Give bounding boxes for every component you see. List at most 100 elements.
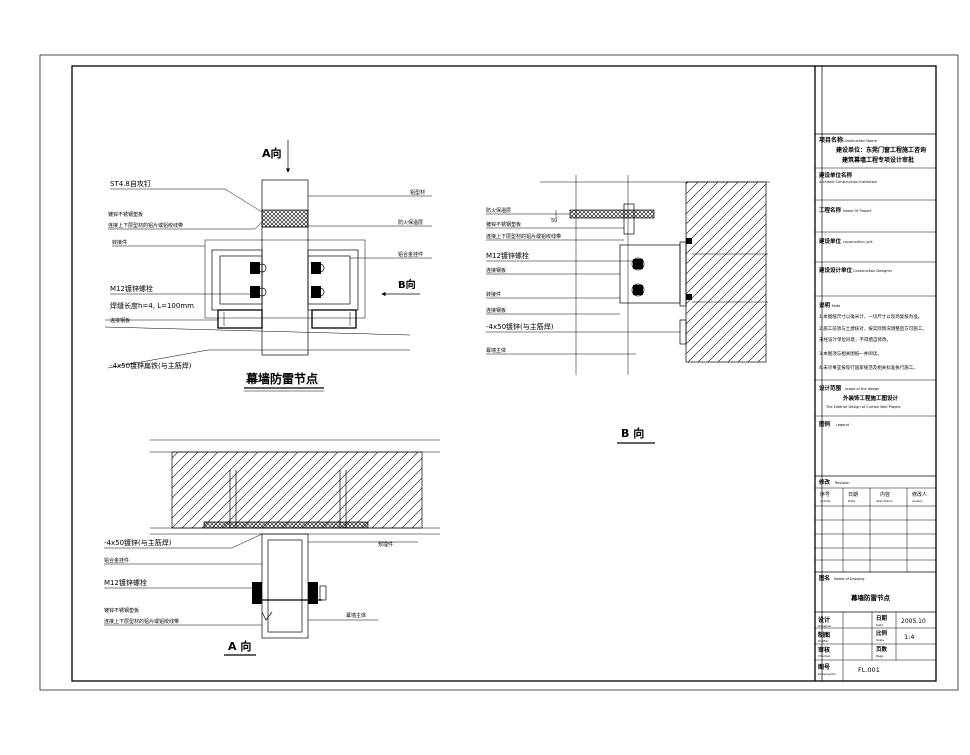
label-text: 镀锌不锈钢垫板: [108, 211, 143, 218]
label-text: 日期: [876, 614, 888, 622]
label-text: 工程名称: [819, 206, 842, 214]
label-text: 建设单位: [819, 237, 842, 245]
label-text: 幕墙主体: [346, 612, 366, 619]
label-text: 序号: [820, 491, 830, 498]
label-text: Architect Construction Institution: [819, 180, 877, 184]
sheet-scale: 1:4: [904, 633, 914, 641]
label-text: 图例: [819, 420, 831, 428]
label-text: 连接上下层型材的铝片或铝绞线带: [108, 222, 183, 229]
label-text: -4x50镀锌扁铁(与主筋焊): [110, 361, 192, 370]
label-text: 铝合金挂件: [104, 557, 129, 564]
label-text: 建设单位：东莞门窗工程施工咨询: [836, 146, 926, 154]
label-text: 预埋件: [378, 541, 393, 548]
bolts-left: [250, 262, 267, 298]
label-text: 镀锌不锈钢垫板: [104, 607, 139, 614]
label-text: 未经设计单位同意，不得擅自修改。: [819, 336, 891, 343]
concrete-wall-b: [685, 181, 767, 363]
callout-screw: ST4.8自攻钉: [110, 179, 151, 188]
view-b-marker: B向: [398, 278, 416, 291]
label-text: 审核: [818, 646, 830, 654]
label-text: Name Of Project: [843, 209, 872, 213]
label-text: 图号: [818, 663, 830, 671]
label-text: 连接上下层型材的铝片或铝绞线带: [486, 233, 561, 240]
label-text: construction unit: [843, 240, 873, 244]
label-text: 外装饰工程施工图设计: [843, 394, 899, 402]
label-text: revisor: [912, 499, 923, 503]
label-text: 连接上下层型材的铝片或铝绞线带: [104, 618, 179, 625]
column-a: [261, 533, 309, 639]
label-text: 转接件: [486, 291, 501, 298]
label-text: Date: [848, 499, 855, 503]
label-text: Name of Drawing: [834, 577, 864, 581]
detail-view-a: -4x50镀锌(与主筋焊) 铝合金挂件 M12镀锌螺栓 镀锌不锈钢垫板 连接上下…: [104, 439, 440, 656]
label-text: Designer: [818, 624, 832, 628]
label-text: Construction Designer: [853, 269, 893, 273]
label-text: Drawing No.: [818, 672, 836, 676]
label-text: 幕墙主体: [486, 347, 506, 354]
label-text: 制图: [818, 631, 830, 639]
label-text: Note: [832, 304, 840, 308]
label-text: 连接钢板: [486, 307, 506, 314]
detail-lightning-node: A向 B向: [104, 140, 432, 392]
outer-border: [39, 54, 959, 691]
label-text: 防火保温层: [486, 207, 511, 214]
label-text: M12镀锌螺栓: [486, 251, 529, 260]
label-text: scope of the design: [845, 387, 879, 391]
label-text: Checker: [818, 654, 831, 658]
label-text: 图名: [819, 574, 830, 582]
label-text: Revision: [835, 481, 850, 485]
label-text: 比例: [876, 629, 888, 637]
label-text: 设计范围: [819, 384, 842, 392]
sheet-date: 2005.10: [901, 618, 926, 625]
label-text: 内容: [880, 491, 890, 498]
label-text: 设计: [818, 616, 830, 624]
label-text: 镀锌不锈钢垫板: [486, 221, 521, 228]
label-text: 建设单位名称: [819, 171, 853, 179]
label-text: -4x50镀锌(与主筋焊): [486, 322, 554, 331]
label-text: 50: [551, 218, 557, 224]
bolts-right: [311, 262, 325, 298]
label-text: Page: [876, 654, 883, 658]
label-text: Date: [876, 623, 883, 627]
sheet-number: FL.001: [858, 666, 880, 674]
view-a-marker: A向: [262, 146, 282, 160]
connecting-plate-b: [619, 244, 681, 304]
label-text: Legend: [836, 423, 849, 427]
sheet-drawing-name: 幕墙防雷节点: [850, 593, 891, 602]
label-text: 铝合金挂件: [398, 251, 423, 258]
label-text: 修改: [818, 478, 831, 486]
detail-title-b: B 向: [621, 426, 644, 440]
label-text: description: [876, 499, 893, 503]
column: [261, 179, 309, 356]
label-text: 焊缝长度h=4, L=100mm: [110, 301, 194, 310]
label-text: 2.施工前须与土建核对，按实际情况调整后方可施工。: [819, 325, 927, 332]
label-text: M12镀锌螺栓: [104, 578, 147, 587]
inner-border: [71, 65, 937, 682]
detail-title-lightning: 幕墙防雷节点: [245, 371, 318, 386]
label-text: Construction Name: [843, 139, 877, 143]
label-text: Scale: [876, 638, 884, 642]
label-text: 日期: [848, 492, 858, 498]
label-text: M12镀锌螺栓: [110, 284, 153, 293]
label-text: 铝型材: [410, 189, 425, 196]
label-text: ordinal: [820, 499, 830, 503]
label-text: 防火保温层: [398, 219, 423, 226]
label-text: 说明: [819, 301, 831, 309]
label-text: 修改人: [912, 491, 927, 498]
title-block: 项目名称 Construction Name 建设单位：东莞门窗工程施工咨询 建…: [815, 133, 936, 681]
label-text: 连接钢板: [486, 267, 506, 274]
detail-title-a: A 向: [228, 639, 251, 653]
label-text: -4x50镀锌(与主筋焊): [104, 538, 172, 547]
label-text: Drafter: [818, 639, 829, 643]
label-text: 4.未尽事宜按现行国家规范及相关标准执行施工。: [819, 364, 918, 371]
label-text: 3.本图须与相关图纸一并阅读。: [819, 350, 882, 357]
label-text: 转接件: [112, 239, 127, 246]
label-text: 连接钢板: [110, 317, 130, 324]
label-text: 页数: [876, 645, 888, 653]
concrete-wall-a: [171, 451, 423, 529]
label-text: 建筑幕墙工程专项设计审批: [842, 156, 914, 164]
label-text: The Exterior Design of Curtain Wall Proj…: [825, 405, 901, 409]
label-text: 建设设计单位: [819, 266, 853, 274]
detail-view-b: 50 防火保温层 镀锌不锈钢垫板 连接上下层型材的铝片或铝绞线带 M12镀锌螺栓…: [486, 175, 770, 444]
